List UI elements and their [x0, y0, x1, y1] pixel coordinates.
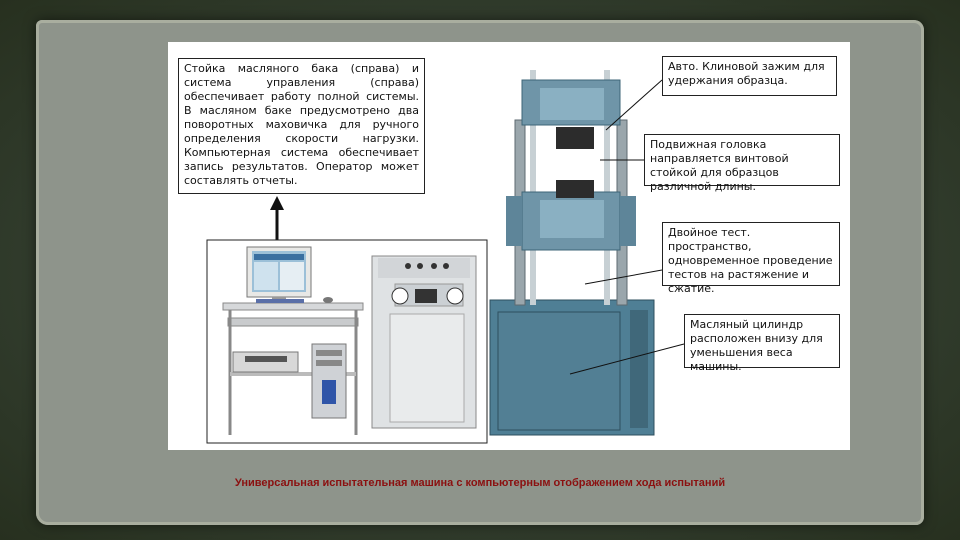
upper-grip — [556, 127, 594, 149]
lower-grip — [556, 180, 594, 198]
desk-shelf — [227, 317, 359, 327]
callout-right-4: Масляный цилиндр расположен внизу для ум… — [684, 314, 840, 373]
callout-right-3: Двойное тест. пространство, одновременно… — [662, 222, 840, 295]
keyboard — [256, 299, 304, 303]
desk-top — [222, 302, 364, 311]
arrow-up-icon — [270, 196, 284, 210]
callout-right-2: Подвижная головка направляется винтовой … — [644, 134, 840, 193]
figure-caption: Универсальная испытательная машина с ком… — [234, 477, 726, 489]
callout-left: Стойка масляного бака (справа) и система… — [178, 58, 425, 194]
mouse — [323, 297, 333, 303]
callout-right-1: Авто. Клиновой зажим для удержания образ… — [662, 56, 837, 96]
